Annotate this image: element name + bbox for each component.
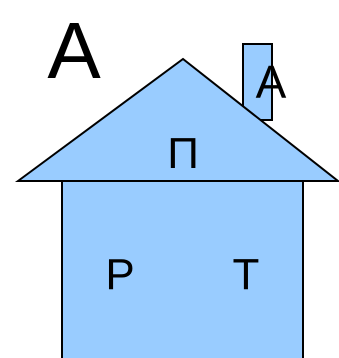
roof-letter-label: П [167,129,199,178]
chimney-letter-label: А [256,56,287,108]
house-body-shape [61,180,304,358]
corner-letter-label: А [47,6,101,95]
right-letter-label: Т [233,250,260,299]
left-letter-label: Р [105,250,134,299]
